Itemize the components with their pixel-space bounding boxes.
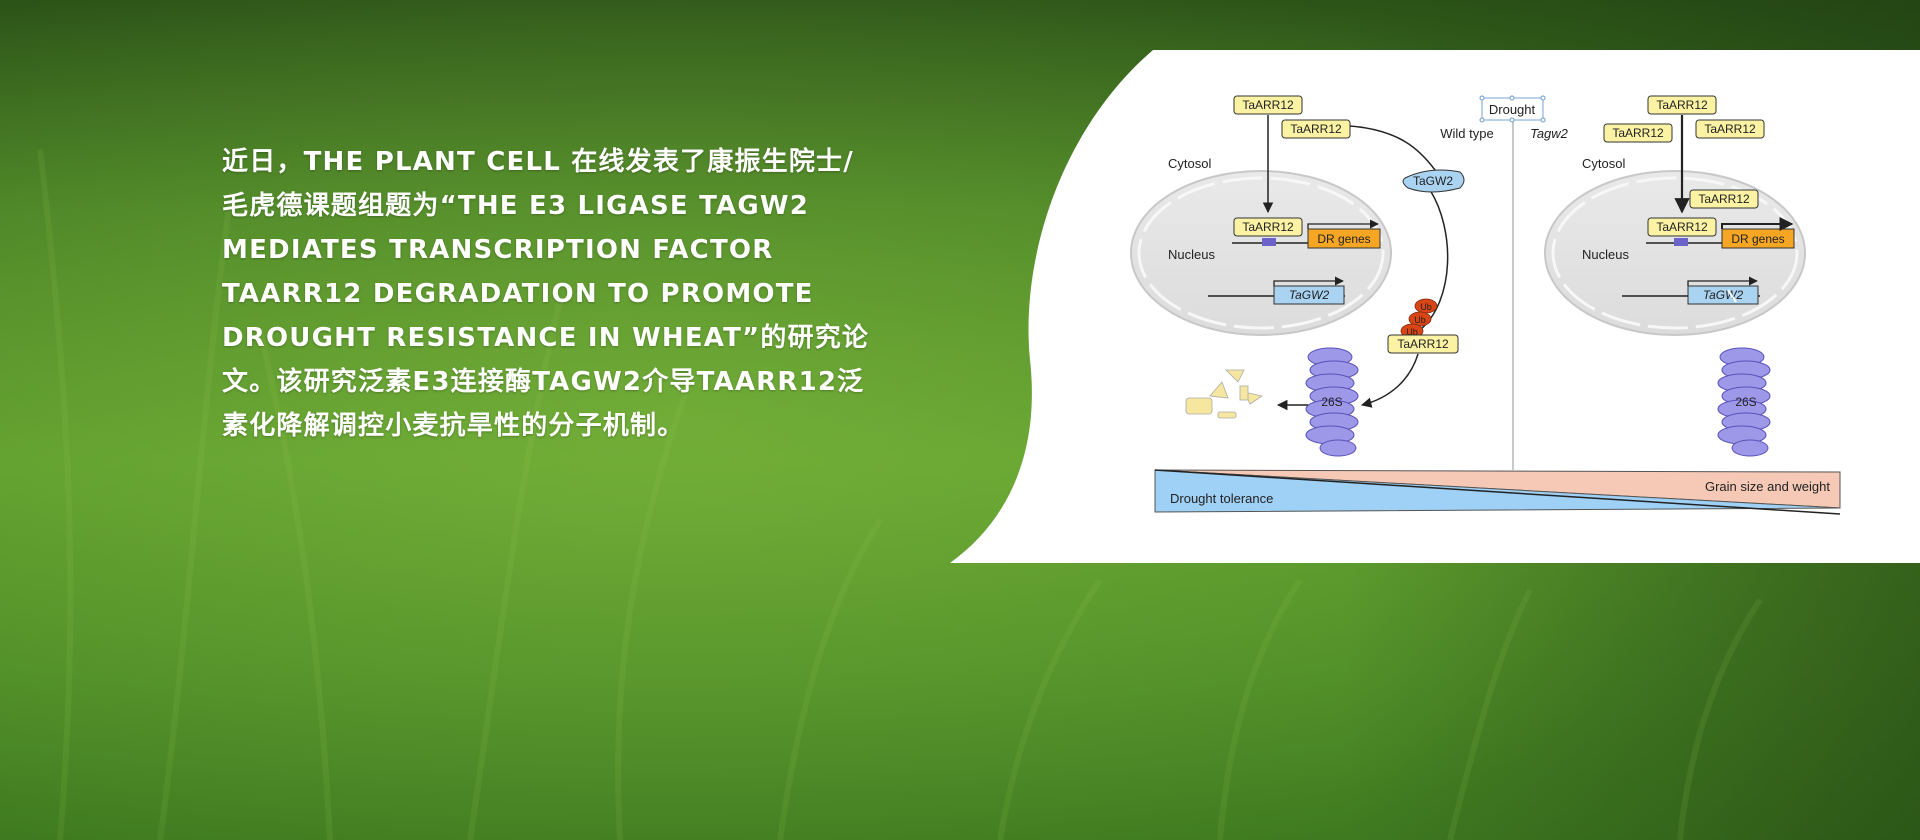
intro-paragraph: 近日，THE PLANT CELL 在线发表了康振生院士/ 毛虎德课题组题为“T… xyxy=(222,147,870,441)
taarr12-label-right-1: TaARR12 xyxy=(1656,98,1708,112)
taarr12-box-right-nucleus xyxy=(1647,217,1717,237)
tagw2-protein-label: TaGW2 xyxy=(1413,174,1453,188)
dr-genes-box-right xyxy=(1721,228,1795,249)
taarr12-label-right-3: TaARR12 xyxy=(1704,122,1756,136)
taarr12-box-right-2 xyxy=(1603,123,1673,143)
dr-genes-label-right: DR genes xyxy=(1731,232,1784,246)
nucleus-label-left: Nucleus xyxy=(1168,247,1215,262)
taarr12-label-right-nucleus: TaARR12 xyxy=(1656,220,1708,234)
drought-tolerance-label: Drought tolerance xyxy=(1170,491,1273,506)
tagw2-gene-box-right xyxy=(1687,285,1759,305)
taarr12-label-left-1: TaARR12 xyxy=(1242,98,1294,112)
taarr12-label-right-nucleus-top: TaARR12 xyxy=(1698,192,1750,206)
nucleus-label-right: Nucleus xyxy=(1582,247,1629,262)
taarr12-box-left-nucleus xyxy=(1233,217,1303,237)
drought-label: Drought xyxy=(1489,102,1536,117)
svg-text:Ub: Ub xyxy=(1406,327,1418,337)
dr-genes-label-left: DR genes xyxy=(1317,232,1370,246)
taarr12-box-left-2 xyxy=(1281,119,1351,139)
tagw2-protein xyxy=(1402,169,1465,193)
taarr12-label-ubiquitinated: TaARR12 xyxy=(1397,337,1449,351)
svg-text:Ub: Ub xyxy=(1414,315,1426,325)
taarr12-box-ubiquitinated xyxy=(1387,334,1459,354)
tagw2-gene-label-right: TaGW2 xyxy=(1703,288,1744,302)
tagw2-gene-box-left xyxy=(1273,285,1345,305)
proteasome-label-left: 26S xyxy=(1321,395,1342,409)
dr-genes-box-left xyxy=(1307,228,1381,249)
taarr12-label-left-2: TaARR12 xyxy=(1290,122,1342,136)
cytosol-label-left: Cytosol xyxy=(1168,156,1211,171)
proteasome-label-right: 26S xyxy=(1735,395,1756,409)
wild-type-label: Wild type xyxy=(1440,126,1493,141)
mutant-label: Tagw2 xyxy=(1530,126,1569,141)
taarr12-label-right-2: TaARR12 xyxy=(1612,126,1664,140)
taarr12-box-right-1 xyxy=(1647,95,1717,115)
taarr12-box-left-1 xyxy=(1233,95,1303,115)
taarr12-box-right-nucleus-top xyxy=(1689,189,1759,209)
taarr12-box-right-3 xyxy=(1695,119,1765,139)
svg-text:Ub: Ub xyxy=(1420,302,1432,312)
taarr12-label-left-nucleus: TaARR12 xyxy=(1242,220,1294,234)
degraded-fragments xyxy=(1185,369,1264,419)
tagw2-gene-label-left: TaGW2 xyxy=(1289,288,1330,302)
grain-size-label: Grain size and weight xyxy=(1705,479,1830,494)
proteasome-left xyxy=(1305,347,1359,457)
proteasome-right xyxy=(1717,347,1771,457)
cytosol-label-right: Cytosol xyxy=(1582,156,1625,171)
